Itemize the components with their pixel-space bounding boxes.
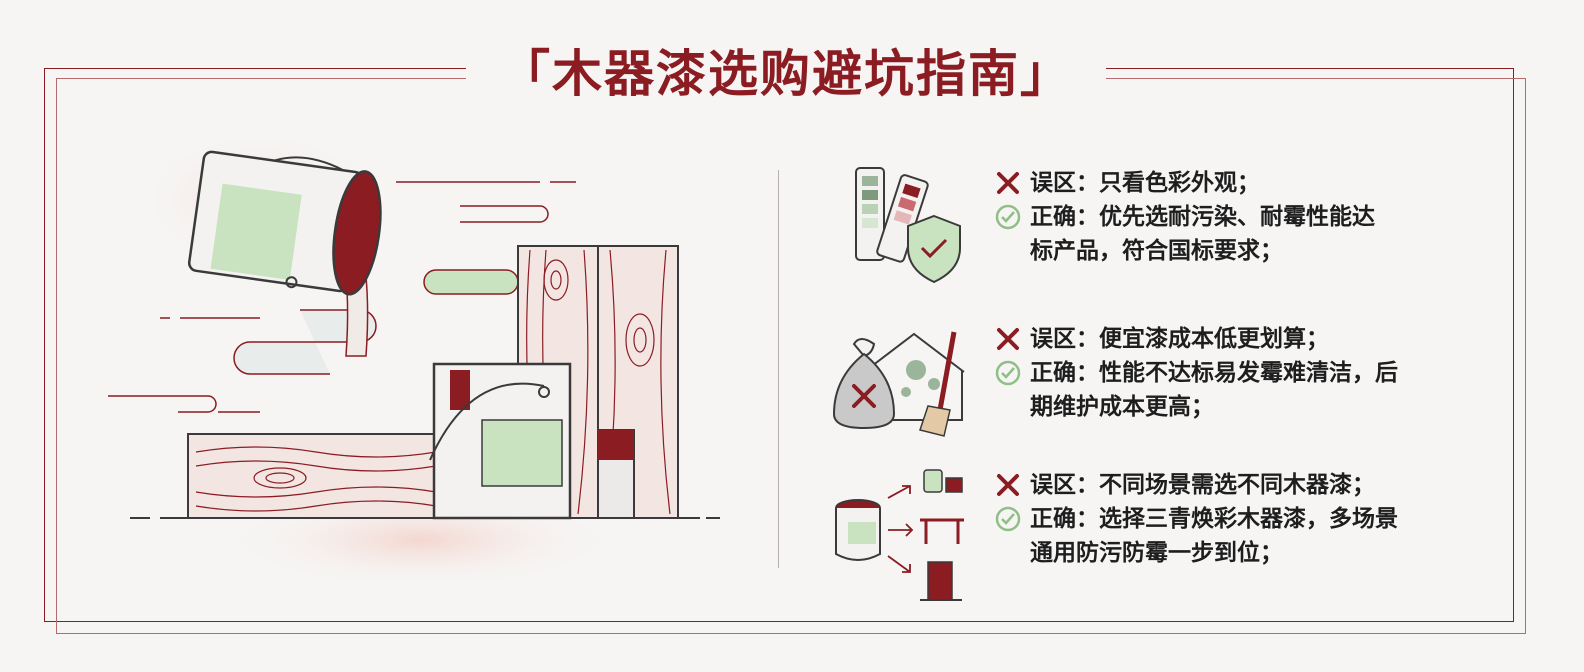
fact-continuation: 标产品，符合国标要求； (1030, 238, 1283, 264)
check-circle-icon (994, 502, 1030, 536)
fact-line: 正确：性能不达标易发霉难清洁，后 (994, 356, 1494, 390)
paint-can-furniture-icon (830, 468, 970, 608)
myth-text: 不同场景需选不同木器漆； (1099, 472, 1375, 498)
myth-label: 误区： (1030, 472, 1099, 498)
myth-label: 误区： (1030, 326, 1099, 352)
paint-bucket-wood-icon (108, 140, 720, 580)
check-circle-icon (994, 356, 1030, 390)
color-swatch-shield-icon (830, 166, 970, 306)
cross-icon (994, 322, 1030, 356)
fact-line: 正确：优先选耐污染、耐霉性能达 (994, 200, 1494, 234)
fact-continuation: 通用防污防霉一步到位； (1030, 540, 1283, 566)
tip-item-1: 误区：只看色彩外观； 正确：优先选耐污染、耐霉性能达 标产品，符合国标要求； (830, 166, 1510, 306)
cross-icon (994, 166, 1030, 200)
money-bag-mold-house-icon (830, 322, 970, 462)
fact-line: 正确：选择三青焕彩木器漆，多场景 (994, 502, 1494, 536)
myth-text: 只看色彩外观； (1099, 170, 1260, 196)
fact-text: 性能不达标易发霉难清洁，后 (1099, 360, 1398, 386)
fact-text: 选择三青焕彩木器漆，多场景 (1099, 506, 1398, 532)
fact-label: 正确： (1030, 204, 1099, 230)
myth-line: 误区：便宜漆成本低更划算； (994, 322, 1494, 356)
tip-item-3: 误区：不同场景需选不同木器漆； 正确：选择三青焕彩木器漆，多场景 通用防污防霉一… (830, 468, 1510, 608)
myth-label: 误区： (1030, 170, 1099, 196)
fact-text: 优先选耐污染、耐霉性能达 (1099, 204, 1375, 230)
myth-line: 误区：不同场景需选不同木器漆； (994, 468, 1494, 502)
fact-continuation: 期维护成本更高； (1030, 394, 1214, 420)
vertical-divider (778, 170, 779, 568)
fact-label: 正确： (1030, 506, 1099, 532)
tip-item-2: 误区：便宜漆成本低更划算； 正确：性能不达标易发霉难清洁，后 期维护成本更高； (830, 322, 1510, 462)
title-banner: 「木器漆选购避坑指南」 (466, 30, 1106, 110)
myth-text: 便宜漆成本低更划算； (1099, 326, 1329, 352)
page-title: 「木器漆选购避坑指南」 (500, 45, 1072, 103)
fact-label: 正确： (1030, 360, 1099, 386)
cross-icon (994, 468, 1030, 502)
check-circle-icon (994, 200, 1030, 234)
myth-line: 误区：只看色彩外观； (994, 166, 1494, 200)
paint-pouring-illustration (100, 140, 740, 580)
